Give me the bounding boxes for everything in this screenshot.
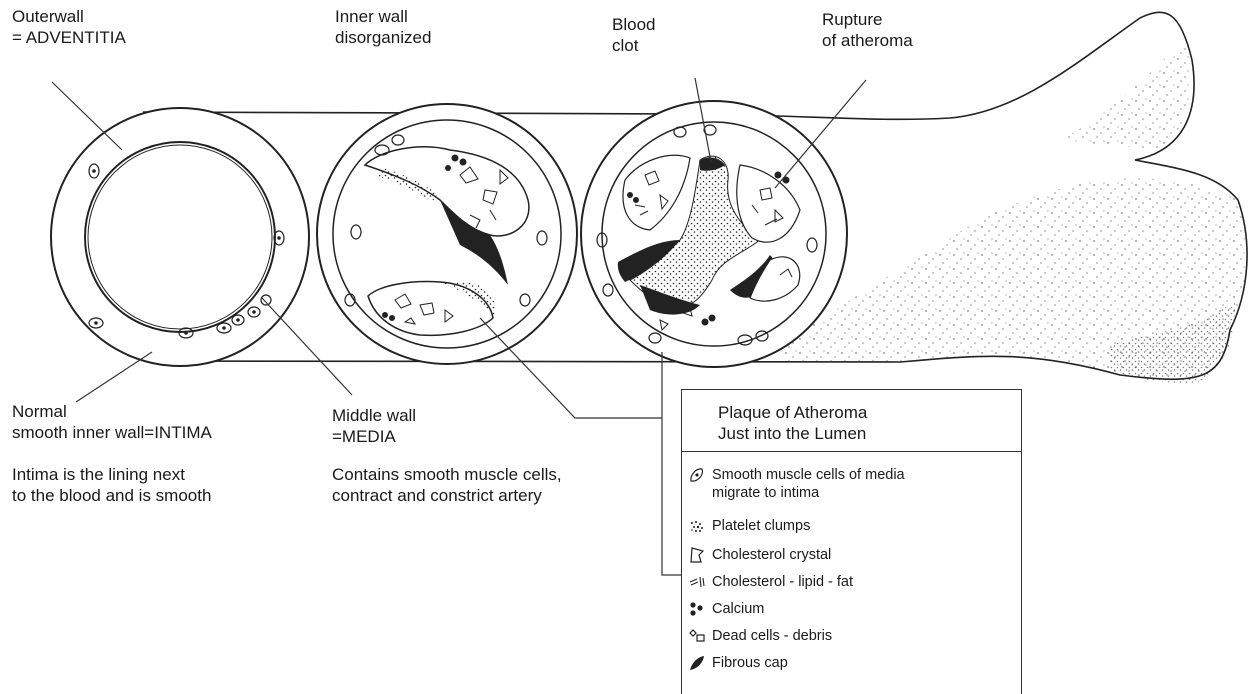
label-inner-wall-line1: Inner wall (335, 6, 431, 27)
dead-cells-icon (688, 627, 706, 645)
legend-divider (682, 451, 1021, 452)
label-rupture-line1: Rupture (822, 9, 913, 30)
label-middle-wall-line2: =MEDIA (332, 426, 416, 447)
media-description-line1: Contains smooth muscle cells, (332, 464, 562, 485)
label-normal-intima: Normal smooth inner wall=INTIMA (12, 401, 212, 443)
legend-item-fibrous-cap: Fibrous cap (688, 654, 788, 672)
legend-item-calcium: Calcium (688, 600, 764, 618)
label-inner-wall-line2: disorganized (335, 27, 431, 48)
label-normal-line2: smooth inner wall=INTIMA (12, 422, 212, 443)
label-rupture: Rupture of atheroma (822, 9, 913, 51)
legend-item-platelet: Platelet clumps (688, 517, 810, 535)
intima-description-line1: Intima is the lining next (12, 464, 211, 485)
legend-item-smooth-muscle: Smooth muscle cells of media migrate to i… (688, 466, 905, 502)
legend-item-cholesterol-crystal: Cholesterol crystal (688, 546, 831, 564)
label-inner-wall: Inner wall disorganized (335, 6, 431, 48)
legend-item-text: Smooth muscle cells of media (712, 467, 905, 483)
legend-item-text: Platelet clumps (712, 517, 810, 535)
cross-section-normal (51, 108, 309, 366)
legend-title-line1: Plaque of Atheroma (718, 402, 867, 423)
legend-item-text-line2: migrate to intima (712, 485, 819, 501)
legend-item-text: Dead cells - debris (712, 627, 832, 645)
fibrous-cap-icon (688, 654, 706, 672)
legend-item-text: Cholesterol - lipid - fat (712, 573, 853, 591)
media-description: Contains smooth muscle cells, contract a… (332, 464, 562, 506)
legend-item-lipid: Cholesterol - lipid - fat (688, 573, 853, 591)
cholesterol-crystal-icon (688, 546, 706, 564)
label-outerwall-line1: Outerwall (12, 6, 126, 27)
label-middle-wall-line1: Middle wall (332, 405, 416, 426)
label-blood-clot: Blood clot (612, 14, 655, 56)
legend-item-text: Fibrous cap (712, 654, 788, 672)
legend-item-text: Calcium (712, 600, 764, 618)
label-middle-wall: Middle wall =MEDIA (332, 405, 416, 447)
label-blood-clot-line1: Blood (612, 14, 655, 35)
legend-title-line2: Just into the Lumen (718, 423, 867, 444)
label-blood-clot-line2: clot (612, 35, 655, 56)
calcium-icon (688, 600, 706, 618)
label-outerwall: Outerwall = ADVENTITIA (12, 6, 126, 48)
lipid-icon (688, 573, 706, 591)
legend-item-text: Cholesterol crystal (712, 546, 831, 564)
legend-title: Plaque of Atheroma Just into the Lumen (718, 402, 867, 444)
smooth-muscle-cell-icon (688, 466, 706, 484)
cross-section-disorganized (317, 104, 577, 364)
intima-description: Intima is the lining next to the blood a… (12, 464, 211, 506)
intima-description-line2: to the blood and is smooth (12, 485, 211, 506)
platelet-clump-icon (688, 517, 706, 535)
media-description-line2: contract and constrict artery (332, 485, 562, 506)
label-normal-line1: Normal (12, 401, 212, 422)
legend: Plaque of Atheroma Just into the Lumen S… (681, 389, 1022, 694)
label-rupture-line2: of atheroma (822, 30, 913, 51)
cross-section-ruptured (581, 101, 847, 367)
label-outerwall-line2: = ADVENTITIA (12, 27, 126, 48)
legend-item-dead-cells: Dead cells - debris (688, 627, 832, 645)
